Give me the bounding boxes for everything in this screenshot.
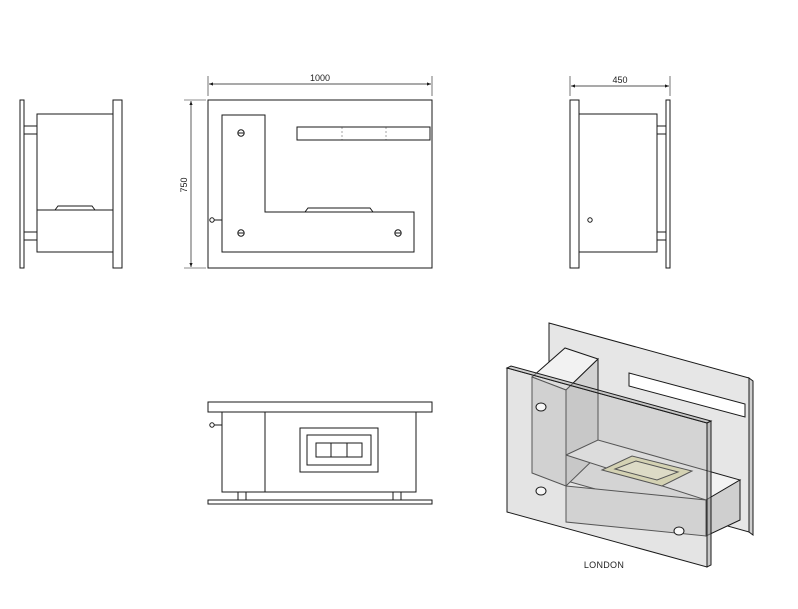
front-l-shape-box — [221, 114, 415, 253]
left-body — [36, 113, 114, 253]
height-dimension-label: 750 — [179, 177, 189, 192]
top-back-panel — [207, 401, 433, 413]
left-back-panel — [112, 99, 123, 269]
front-burner-profile — [304, 207, 374, 213]
left-side-view — [19, 99, 123, 269]
right-glass-edge — [665, 99, 671, 269]
front-view — [184, 76, 433, 269]
top-standoff-left — [237, 491, 247, 501]
drawing-caption: LONDON — [584, 560, 624, 570]
right-standoff-top — [656, 125, 667, 135]
iso-burner-opening — [613, 460, 680, 481]
iso-back-slot — [628, 372, 746, 418]
iso-bolt-top-left — [535, 402, 547, 412]
iso-firebox-front-lower — [565, 485, 707, 537]
depth-dimension-label: 450 — [612, 75, 627, 85]
top-burner-box — [315, 442, 363, 458]
iso-glass-side-edge — [706, 420, 712, 568]
iso-back-panel-edge — [748, 377, 754, 536]
front-slot — [296, 126, 431, 141]
top-left-section — [221, 411, 266, 493]
right-back-panel — [569, 99, 580, 269]
left-standoff-top — [23, 125, 38, 135]
right-body — [578, 113, 658, 253]
top-standoff-right — [392, 491, 402, 501]
left-glass-edge — [19, 99, 25, 269]
isometric-view — [505, 322, 754, 568]
top-lighter-knob — [209, 422, 215, 428]
width-dimension-label: 1000 — [310, 73, 330, 83]
left-standoff-bottom — [23, 231, 38, 241]
right-side-view — [569, 76, 671, 269]
iso-bolt-bottom-left — [535, 486, 547, 496]
left-burner-profile — [54, 205, 96, 211]
iso-bolt-bottom-right — [673, 526, 685, 536]
top-glass-edge — [207, 499, 433, 505]
right-lighter-knob — [587, 217, 593, 223]
front-lighter-knob — [209, 217, 215, 223]
right-standoff-bottom — [656, 231, 667, 241]
top-view — [207, 401, 433, 505]
